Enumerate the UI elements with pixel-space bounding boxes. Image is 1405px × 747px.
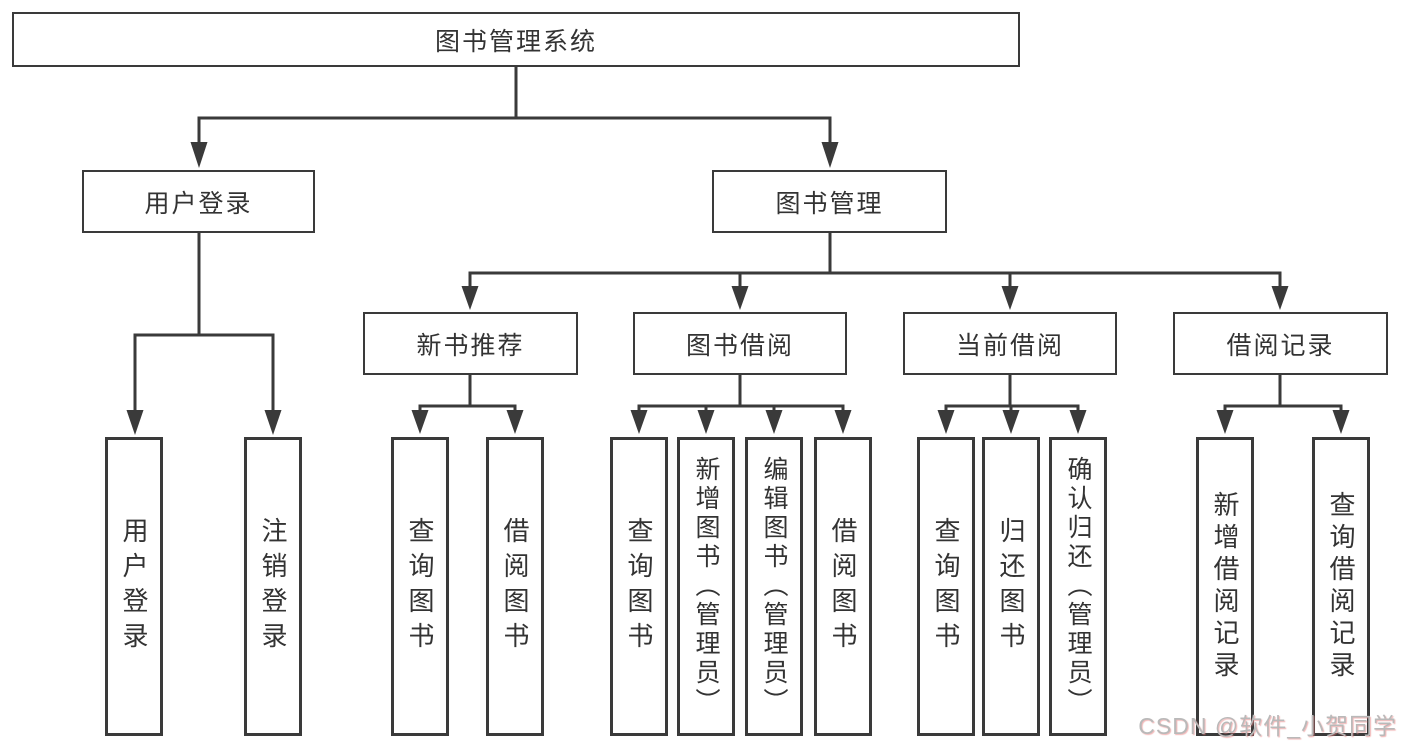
node-book-management: 图书管理 (712, 170, 947, 233)
arrowhead-icon (834, 410, 852, 434)
arrowhead-icon (1271, 286, 1289, 310)
leaf-edit-book-admin: 编辑图书（管理员） (745, 437, 803, 736)
arrowhead-icon (821, 142, 839, 168)
csdn-watermark: CSDN @软件_小贺同学 (1138, 713, 1397, 739)
leaf-borrow-books-recommend: 借阅图书 (486, 437, 544, 736)
node-user-login: 用户登录 (82, 170, 315, 233)
arrowhead-icon (1332, 410, 1350, 434)
leaf-user-login: 用户登录 (105, 437, 163, 736)
leaf-add-borrow-record: 新增借阅记录 (1196, 437, 1254, 736)
arrowhead-icon (126, 410, 144, 435)
leaf-query-books-borrowing: 查询图书 (610, 437, 668, 736)
arrowhead-icon (731, 286, 749, 310)
leaf-query-books-current: 查询图书 (917, 437, 975, 736)
arrowhead-icon (937, 410, 955, 434)
node-book-borrowing: 图书借阅 (633, 312, 847, 375)
arrowhead-icon (461, 286, 479, 310)
leaf-query-books-recommend: 查询图书 (391, 437, 449, 736)
arrowhead-icon (1069, 410, 1087, 434)
leaf-add-book-admin: 新增图书（管理员） (677, 437, 735, 736)
arrowhead-icon (411, 410, 429, 434)
connector-path (133, 65, 1343, 414)
node-current-borrowing: 当前借阅 (903, 312, 1117, 375)
leaf-query-borrow-record: 查询借阅记录 (1312, 437, 1370, 736)
leaf-logout: 注销登录 (244, 437, 302, 736)
arrowhead-icon (630, 410, 648, 434)
leaf-return-books: 归还图书 (982, 437, 1040, 736)
arrowhead-icon (697, 410, 715, 434)
node-borrowing-records: 借阅记录 (1173, 312, 1388, 375)
arrowhead-icon (506, 410, 524, 434)
arrowhead-icon (1001, 286, 1019, 310)
arrowhead-icon (765, 410, 783, 434)
leaf-borrow-books: 借阅图书 (814, 437, 872, 736)
leaf-confirm-return-admin: 确认归还（管理员） (1049, 437, 1107, 736)
arrowhead-icon (1002, 410, 1020, 434)
node-root: 图书管理系统 (12, 12, 1020, 67)
arrowhead-icon (190, 142, 208, 168)
node-new-book-recommendation: 新书推荐 (363, 312, 578, 375)
arrowhead-icon (1216, 410, 1234, 434)
arrowhead-icon (264, 410, 282, 435)
